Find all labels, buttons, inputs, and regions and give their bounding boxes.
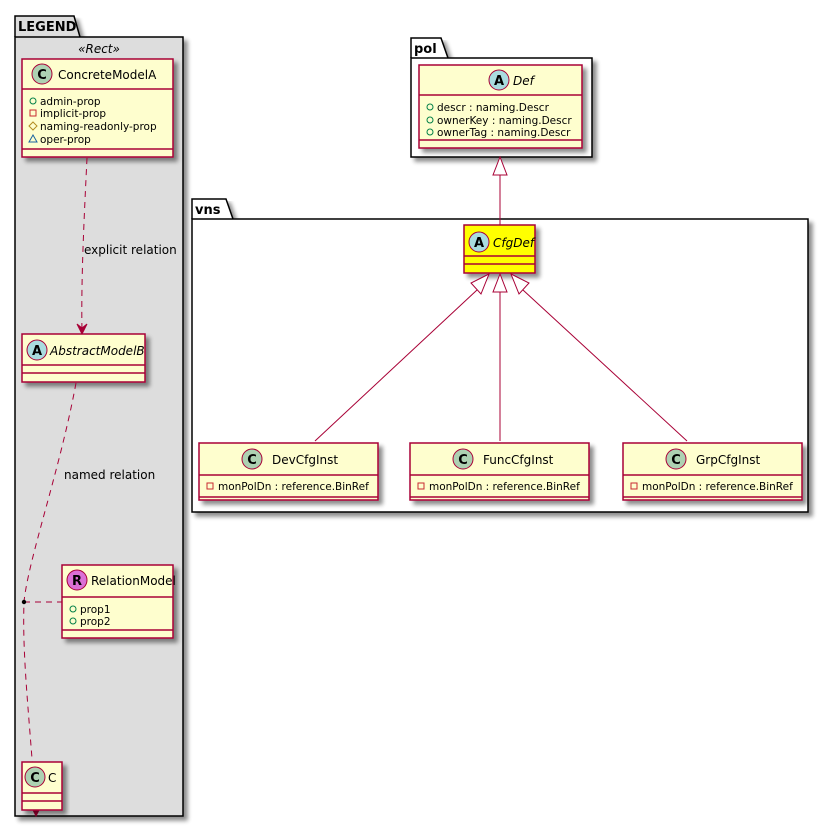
named-relation-label: named relation bbox=[64, 468, 155, 482]
pol-package-title: pol bbox=[414, 42, 437, 57]
legend-stereotype: «Rect» bbox=[78, 42, 120, 56]
inheritance-arrow-icon bbox=[492, 155, 508, 176]
badge-letter: C bbox=[30, 771, 40, 786]
public-visibility-icon bbox=[426, 116, 434, 124]
attribute: prop2 bbox=[80, 616, 111, 628]
explicit-relation-edge: explicit relation bbox=[76, 157, 177, 336]
class-funccfginst[interactable]: C FuncCfgInst monPolDn : reference.BinRe… bbox=[409, 442, 590, 501]
class-name: ConcreteModelA bbox=[58, 68, 157, 82]
explicit-relation-label: explicit relation bbox=[84, 243, 177, 257]
badge-letter: C bbox=[671, 453, 681, 468]
class-abstract-model-b[interactable]: A AbstractModelB bbox=[21, 333, 146, 383]
class-name: Def bbox=[513, 74, 536, 88]
badge-letter: A bbox=[32, 344, 42, 359]
attribute: implicit-prop bbox=[40, 108, 106, 120]
class-cfgdef[interactable]: A CfgDef bbox=[463, 224, 536, 274]
public-visibility-icon bbox=[426, 128, 434, 136]
badge-letter: R bbox=[72, 574, 82, 589]
class-badge-icon bbox=[452, 448, 474, 470]
class-badge-icon bbox=[665, 448, 687, 470]
badge-letter: A bbox=[494, 74, 504, 89]
class-devcfginst[interactable]: C DevCfgInst monPolDn : reference.BinRef bbox=[198, 442, 379, 501]
attribute: descr : naming.Descr bbox=[437, 102, 550, 114]
vns-package-tab bbox=[191, 198, 234, 220]
badge-letter: C bbox=[247, 453, 257, 468]
attribute: monPolDn : reference.BinRef bbox=[642, 481, 793, 493]
attribute: monPolDn : reference.BinRef bbox=[429, 481, 580, 493]
class-name: C bbox=[48, 771, 56, 785]
inheritance-edge-grpcfginst bbox=[510, 272, 688, 442]
inheritance-edge-devcfginst bbox=[314, 272, 490, 442]
package-visibility-icon bbox=[28, 133, 38, 143]
legend-package-title: LEGEND bbox=[18, 20, 77, 35]
inheritance-edge-cfgdef-def bbox=[492, 155, 508, 225]
inheritance-arrow-icon bbox=[492, 272, 508, 293]
class-c[interactable]: C C bbox=[21, 761, 63, 811]
class-name: AbstractModelB bbox=[49, 344, 145, 358]
public-visibility-icon bbox=[69, 605, 77, 613]
association-point-icon bbox=[21, 599, 27, 605]
class-concrete-model-a[interactable]: C ConcreteModelA admin-prop implicit-pro… bbox=[21, 58, 174, 158]
private-visibility-icon bbox=[206, 482, 214, 490]
inheritance-arrow-icon bbox=[470, 272, 490, 295]
public-visibility-icon bbox=[29, 97, 37, 105]
badge-letter: C bbox=[458, 453, 468, 468]
class-name: CfgDef bbox=[493, 236, 536, 250]
pol-package-tab bbox=[410, 37, 449, 59]
class-name: FuncCfgInst bbox=[483, 453, 554, 467]
relation-badge-icon bbox=[66, 569, 88, 591]
inheritance-edge-funccfginst bbox=[492, 272, 508, 441]
class-badge-icon bbox=[24, 766, 46, 788]
public-visibility-icon bbox=[69, 617, 77, 625]
class-name: GrpCfgInst bbox=[696, 453, 760, 467]
badge-letter: A bbox=[474, 236, 484, 251]
class-badge-icon bbox=[241, 448, 263, 470]
class-def[interactable]: A Def descr : naming.Descr ownerKey : na… bbox=[418, 64, 583, 149]
vns-package-title: vns bbox=[195, 203, 221, 218]
attribute: admin-prop bbox=[40, 96, 101, 108]
abstract-badge-icon bbox=[488, 69, 510, 91]
class-relation-model[interactable]: R RelationModel prop1 prop2 bbox=[61, 564, 176, 639]
private-visibility-icon bbox=[29, 109, 37, 117]
class-grpcfginst[interactable]: C GrpCfgInst monPolDn : reference.BinRef bbox=[622, 442, 803, 501]
attribute: ownerTag : naming.Descr bbox=[437, 127, 571, 139]
legend-package: LEGEND «Rect» bbox=[14, 15, 184, 817]
attribute: oper-prop bbox=[40, 134, 91, 146]
inheritance-arrow-icon bbox=[510, 272, 530, 295]
attribute: prop1 bbox=[80, 604, 111, 616]
protected-visibility-icon bbox=[28, 121, 38, 131]
attribute: monPolDn : reference.BinRef bbox=[218, 481, 369, 493]
attribute: naming-readonly-prop bbox=[40, 121, 157, 133]
class-badge-icon bbox=[31, 63, 53, 85]
attribute: ownerKey : naming.Descr bbox=[437, 115, 572, 127]
class-name: RelationModel bbox=[91, 574, 176, 588]
legend-package-body bbox=[14, 36, 184, 817]
class-name: DevCfgInst bbox=[272, 453, 338, 467]
public-visibility-icon bbox=[426, 103, 434, 111]
private-visibility-icon bbox=[417, 482, 425, 490]
arrowhead-icon bbox=[76, 323, 88, 336]
abstract-badge-icon bbox=[26, 339, 48, 361]
abstract-badge-icon bbox=[468, 231, 490, 253]
private-visibility-icon bbox=[630, 482, 638, 490]
legend-package-tab bbox=[14, 15, 81, 38]
badge-letter: C bbox=[37, 68, 47, 83]
